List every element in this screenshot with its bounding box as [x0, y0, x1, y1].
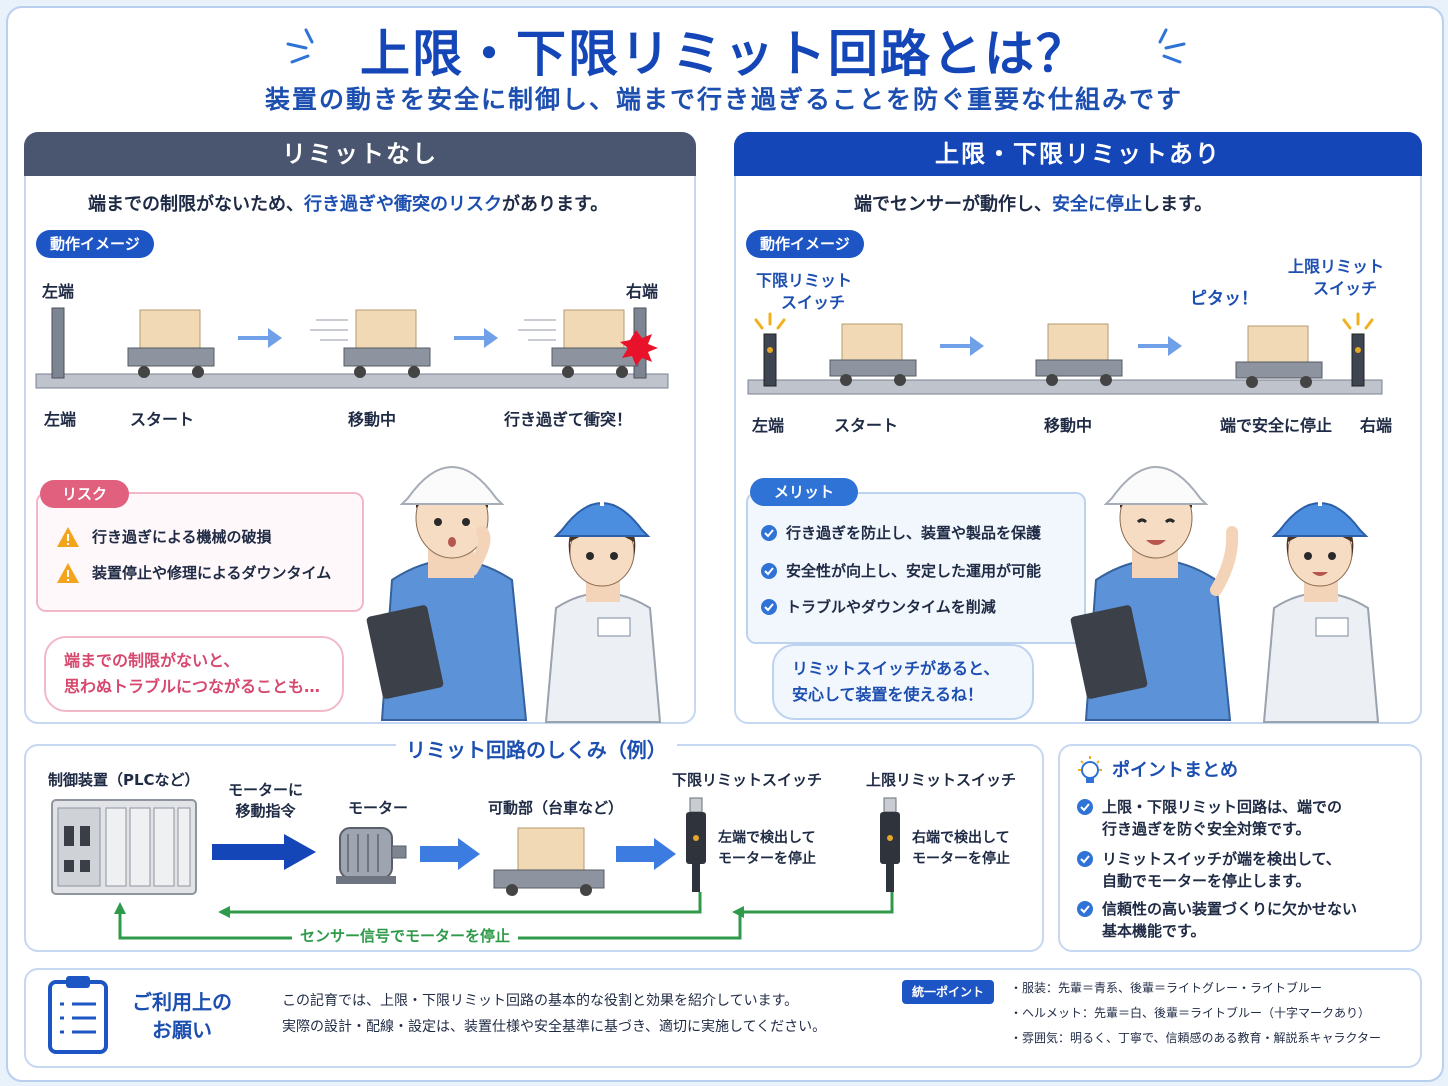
cart-start [127, 309, 215, 378]
lower-limit-switch-label: 下限リミット スイッチ [756, 271, 853, 312]
junior-worker-happy-illustration [1262, 494, 1380, 723]
feedback-label: センサー信号でモーターを停止 [292, 926, 519, 947]
no-limit-step-crash: 行き過ぎて衝突！ [504, 410, 633, 429]
clipboard-icon [48, 976, 108, 1054]
point-item-3: 信頼性の高い装置づくりに欠かせない基本機能です。 [1102, 900, 1358, 940]
motor-to-cart-arrow [420, 838, 480, 870]
sparkle-right-icon [1158, 28, 1186, 64]
with-limit-step-stop: 端で安全に停止 [1220, 416, 1333, 435]
merit-pill: メリット [750, 478, 859, 506]
motor-illustration [336, 827, 407, 884]
plc-controller-illustration [51, 799, 197, 895]
cart-crash [518, 309, 658, 378]
with-limit-step-moving: 移動中 [1044, 416, 1093, 435]
upper-limit-switch-icon [880, 797, 900, 892]
with-limit-lead: 端でセンサーが動作し、安全に停止します。 [854, 194, 1213, 215]
warning-icon [57, 527, 79, 547]
page-subtitle: 装置の動きを安全に制御し、端まで行き過ぎることを防ぐ重要な仕組みです [264, 85, 1183, 114]
cart-moving [1035, 323, 1123, 386]
unify-point-pill: 統一ポイント [902, 980, 995, 1004]
no-limit-speech-bubble: 端までの制限がないと、 思わぬトラブルにつながることも… [44, 636, 344, 712]
with-limit-step-left: 左端 [752, 416, 785, 435]
controller-label: 制御装置（PLCなど） [48, 771, 200, 789]
with-limit-rail-illustration [747, 312, 1383, 395]
lower-switch-desc: 左端で検出して モーターを停止 [718, 830, 816, 867]
collision-burst-icon [620, 330, 658, 366]
pita-label: ピタッ！ [1190, 289, 1258, 309]
upper-switch-icon [1342, 312, 1374, 387]
no-limit-top-right-label: 右端 [626, 282, 659, 301]
merit-item-1: 行き過ぎを防止し、装置や製品を保護 [786, 524, 1042, 542]
check-circle-icon [1077, 851, 1093, 867]
risk-item-2: 装置停止や修理によるダウンタイム [92, 564, 332, 582]
unify-point-list: ・服装：先輩＝青系、後輩＝ライトグレー・ライトブルー ・ヘルメット：先輩＝白、後… [1010, 981, 1382, 1045]
footer-text: この記育では、上限・下限リミット回路の基本的な役割と効果を紹介しています。 実際… [282, 993, 827, 1035]
upper-limit-switch-label: 上限リミット スイッチ [1288, 257, 1385, 298]
no-limit-rail-illustration [35, 307, 669, 389]
panel-with-limit-heading: 上限・下限リミットあり [734, 132, 1422, 176]
point-item-2: リミットスイッチが端を検出して、自動でモーターを停止します。 [1102, 850, 1341, 890]
with-limit-image-pill: 動作イメージ [746, 230, 864, 258]
moving-part-label: 可動部（台車など） [488, 799, 624, 817]
no-limit-top-left-label: 左端 [42, 282, 75, 301]
no-limit-step-moving: 移動中 [348, 410, 397, 429]
feedback-signal-lines [114, 892, 894, 940]
lower-limit-switch-icon [686, 797, 706, 892]
risk-item-1: 行き過ぎによる機械の破損 [92, 528, 272, 546]
with-limit-speech-bubble: リミットスイッチがあると、 安心して装置を使えるね！ [772, 644, 1034, 720]
check-circle-icon [761, 599, 777, 615]
no-limit-step-left: 左端 [44, 410, 77, 429]
points-title: ポイントまとめ [1112, 760, 1238, 781]
risk-pill: リスク [40, 480, 130, 508]
no-limit-step-start: スタート [130, 410, 195, 429]
upper-switch-title: 上限リミットスイッチ [866, 771, 1017, 789]
footer-panel [24, 968, 1422, 1068]
cart-illustration [493, 827, 605, 896]
check-circle-icon [761, 525, 777, 541]
lower-switch-icon [754, 312, 786, 387]
no-limit-image-pill: 動作イメージ [36, 230, 154, 258]
panel-no-limit-heading: リミットなし [24, 132, 696, 176]
cart-to-switch-arrow [616, 838, 676, 870]
lower-switch-title: 下限リミットスイッチ [672, 771, 823, 789]
merit-item-3: トラブルやダウンタイムを削減 [786, 598, 996, 616]
motor-label: モーター [348, 799, 409, 817]
check-circle-icon [1077, 799, 1093, 815]
sparkle-left-icon [286, 28, 314, 64]
point-item-1: 上限・下限リミット回路は、端での行き過ぎを防ぐ安全対策です。 [1102, 798, 1343, 838]
check-circle-icon [761, 563, 777, 579]
no-limit-lead: 端までの制限がないため、行き過ぎや衝突のリスクがあります。 [88, 194, 609, 215]
upper-switch-desc: 右端で検出して モーターを停止 [912, 830, 1010, 867]
junior-worker-thinking-illustration [544, 494, 662, 723]
footer-title: ご利用上の お願い [132, 990, 232, 1042]
cart-moving [310, 309, 431, 378]
risk-box [36, 492, 364, 612]
mechanism-title: リミット回路のしくみ（例） [396, 734, 677, 763]
page-title: 上限・下限リミット回路とは？ [360, 25, 1088, 83]
points-panel [1058, 744, 1422, 952]
page-title-row: 上限・下限リミット回路とは？ [0, 14, 1448, 86]
senior-worker-smiling-illustration [1070, 466, 1239, 721]
cart-start [829, 323, 917, 386]
warning-icon [57, 563, 79, 583]
senior-worker-worried-illustration [366, 466, 528, 721]
command-label: モーターに 移動指令 [228, 781, 304, 820]
lightbulb-icon [1078, 756, 1102, 783]
merit-box [746, 492, 1086, 644]
merit-item-2: 安全性が向上し、安定した運用が可能 [786, 562, 1042, 580]
command-arrow [212, 834, 316, 870]
with-limit-step-start: スタート [834, 416, 899, 435]
check-circle-icon [1077, 901, 1093, 917]
cart-stopped [1235, 325, 1323, 388]
with-limit-step-right: 右端 [1360, 416, 1393, 435]
